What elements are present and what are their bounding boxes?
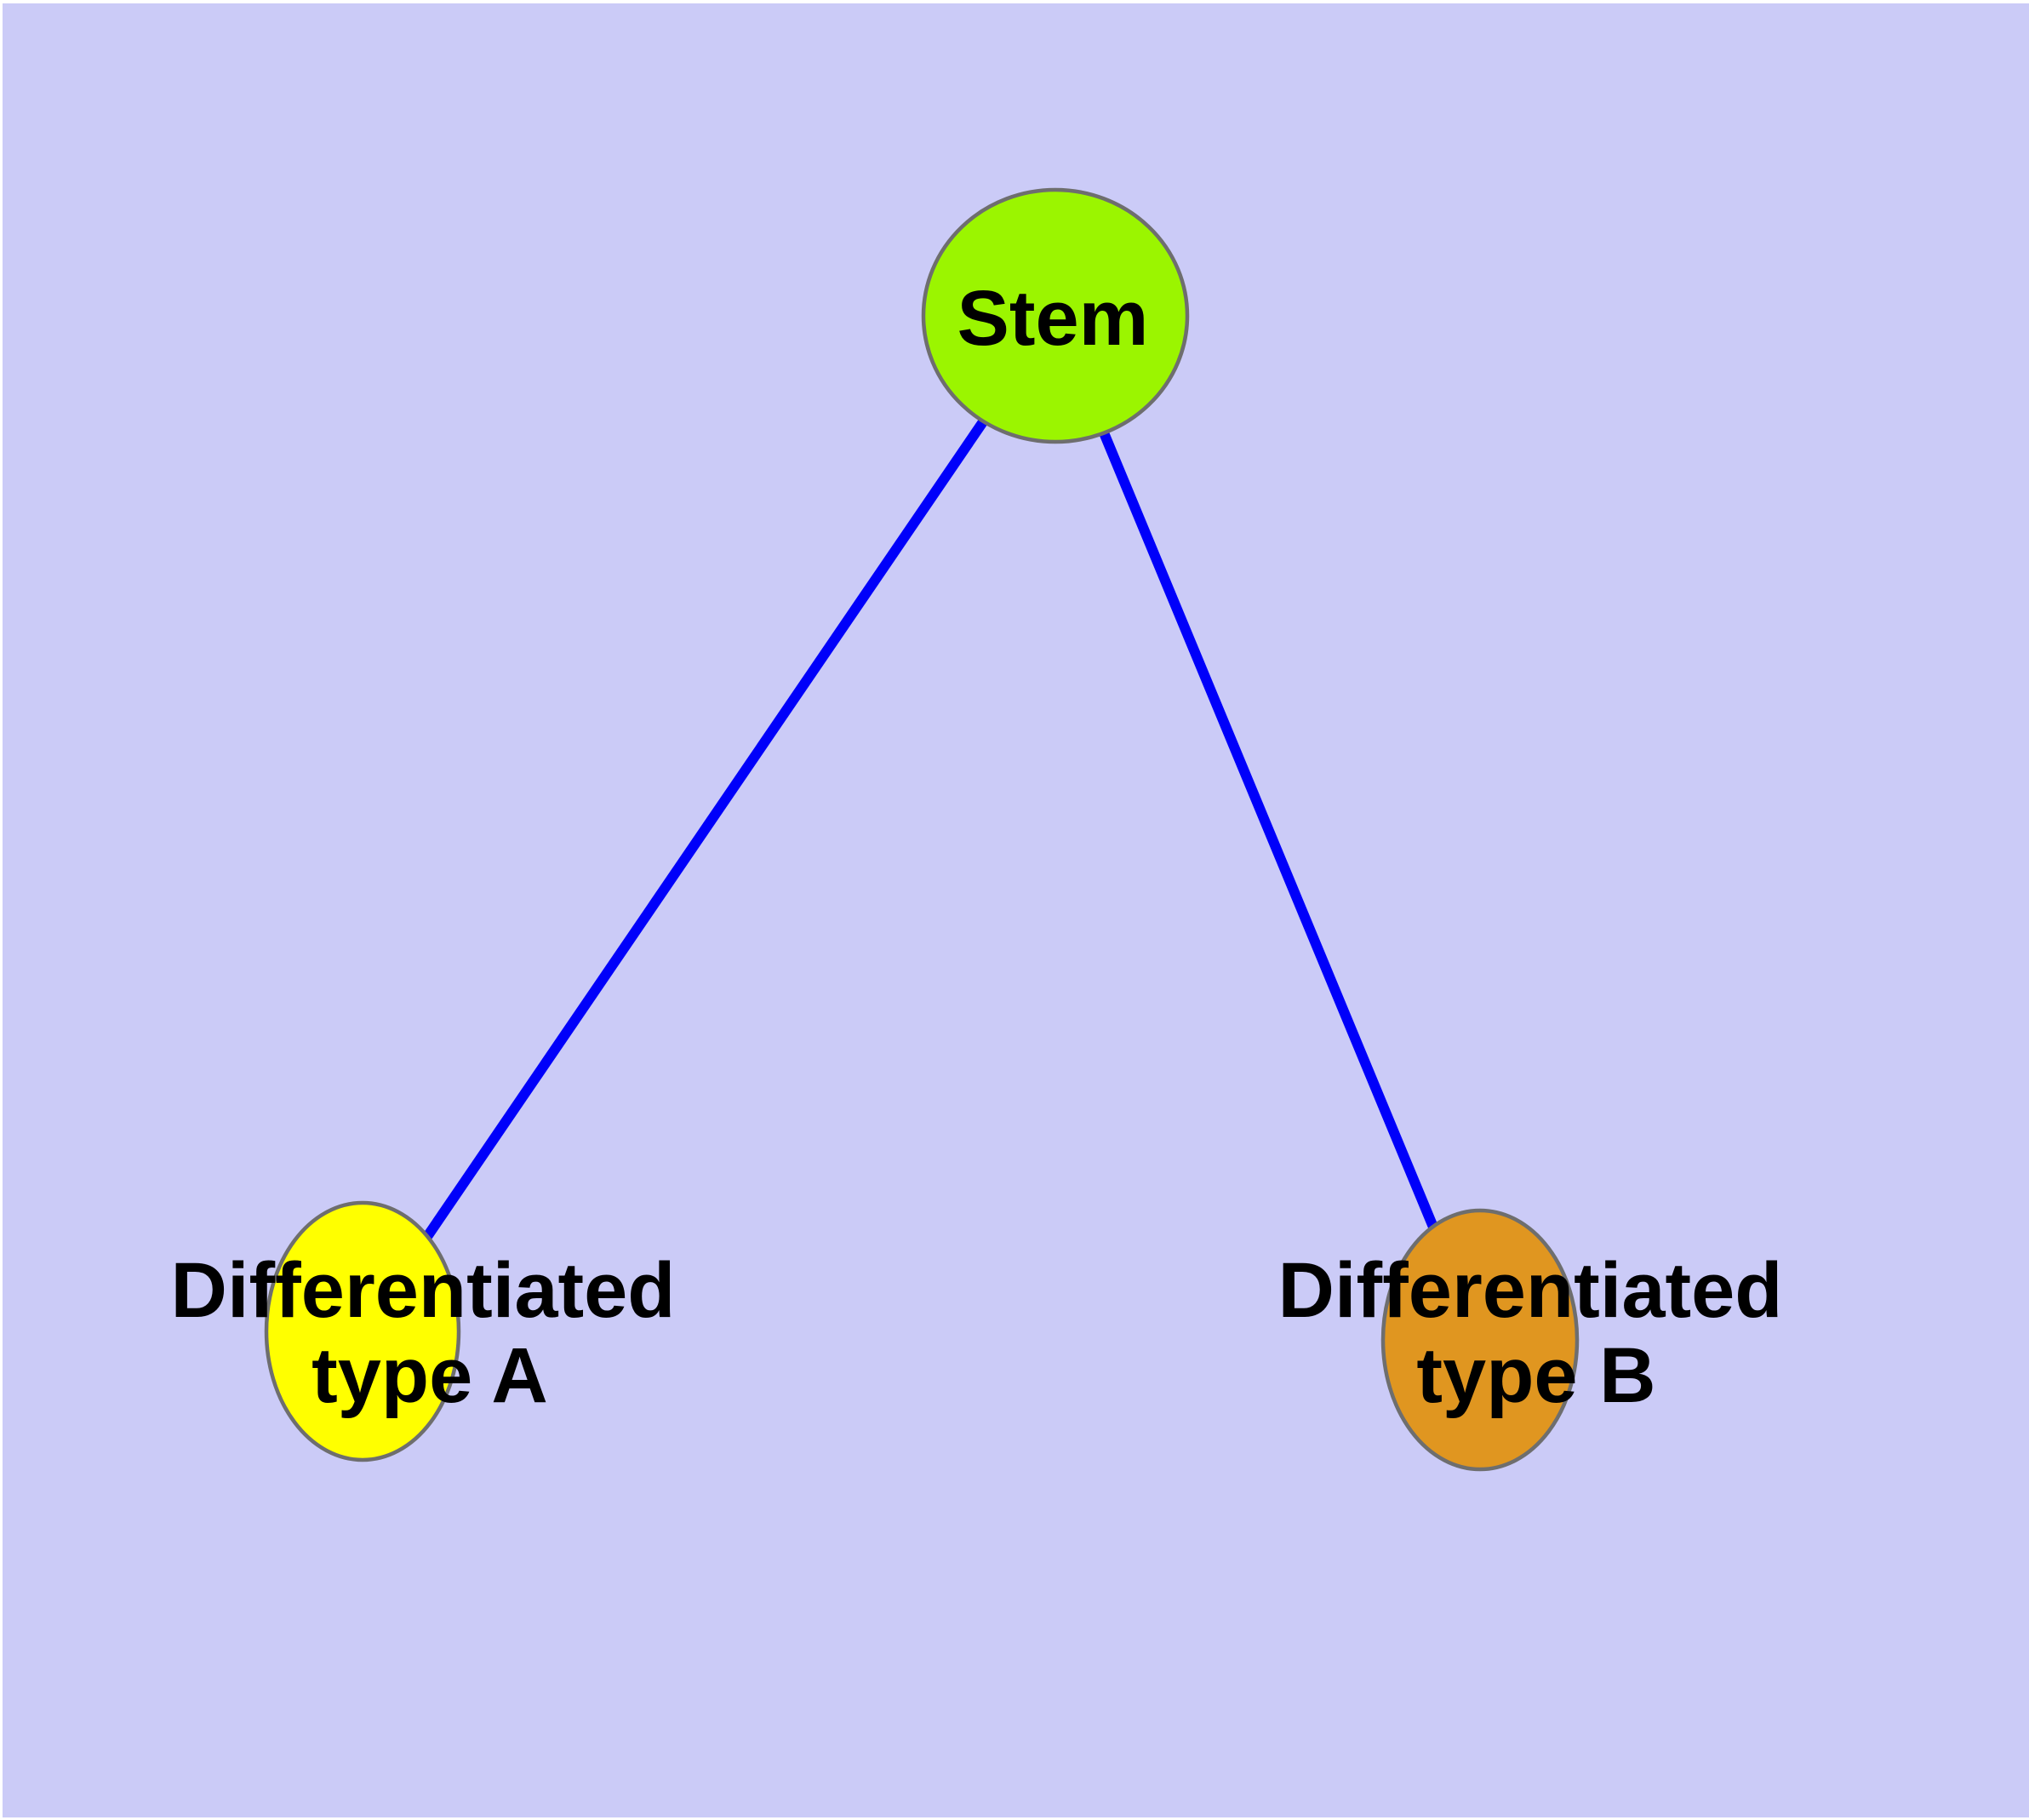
node-type-a-label-line2: type A <box>311 1332 548 1419</box>
node-differentiated-type-b <box>1380 1208 1580 1472</box>
node-type-a-label-line1: Differentiated <box>171 1247 676 1334</box>
node-stem <box>921 187 1190 444</box>
node-type-b-label-line1: Differentiated <box>1278 1247 1783 1334</box>
node-type-b-label-line2: type B <box>1416 1332 1655 1419</box>
edge-stem-to-type-b <box>1050 313 1485 1342</box>
node-differentiated-type-a <box>264 1200 461 1462</box>
node-stem-label: Stem <box>957 275 1149 362</box>
edge-stem-to-type-a <box>358 312 1060 1335</box>
